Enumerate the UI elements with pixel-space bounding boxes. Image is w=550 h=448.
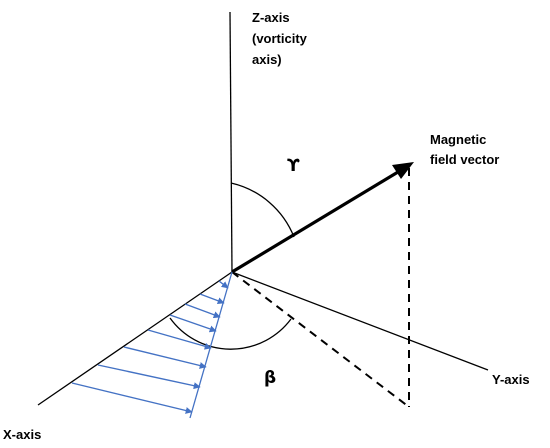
shear-profile-line	[189, 271, 233, 419]
magnetic-field-arrowhead	[392, 162, 414, 179]
z-axis-label-line: axis)	[252, 52, 282, 67]
magnetic-field-label: Magnetic field vector	[430, 132, 499, 168]
shear-arrow	[97, 364, 201, 390]
shear-arrow	[71, 382, 193, 414]
x-axis-line	[37, 271, 233, 406]
shear-arrow	[199, 293, 225, 305]
gamma-label: ϒ	[287, 156, 300, 176]
z-axis-label-line: (vorticity	[252, 31, 307, 46]
magnetic-field-label-line: Magnetic	[430, 132, 487, 147]
y-axis-label: Y-axis	[492, 372, 530, 387]
beta-label: β	[264, 368, 277, 388]
z-axis-label: Z-axis (vorticity axis)	[252, 10, 307, 68]
shear-arrow	[184, 303, 221, 319]
projection-ground-dashed	[231, 271, 410, 408]
beta-angle-arc	[169, 317, 292, 350]
z-axis-line	[229, 11, 233, 273]
gamma-angle-arc	[230, 182, 295, 238]
z-axis-label-line: Z-axis	[252, 10, 290, 25]
shear-arrow	[218, 280, 229, 289]
shear-arrow	[123, 346, 207, 369]
x-axis-label: X-axis	[3, 427, 42, 442]
shear-arrow	[169, 314, 217, 333]
y-axis-line	[231, 271, 489, 371]
magnetic-field-label-line: field vector	[430, 152, 500, 167]
magnetic-field-vector-line	[231, 170, 399, 274]
shear-arrow	[147, 329, 212, 350]
